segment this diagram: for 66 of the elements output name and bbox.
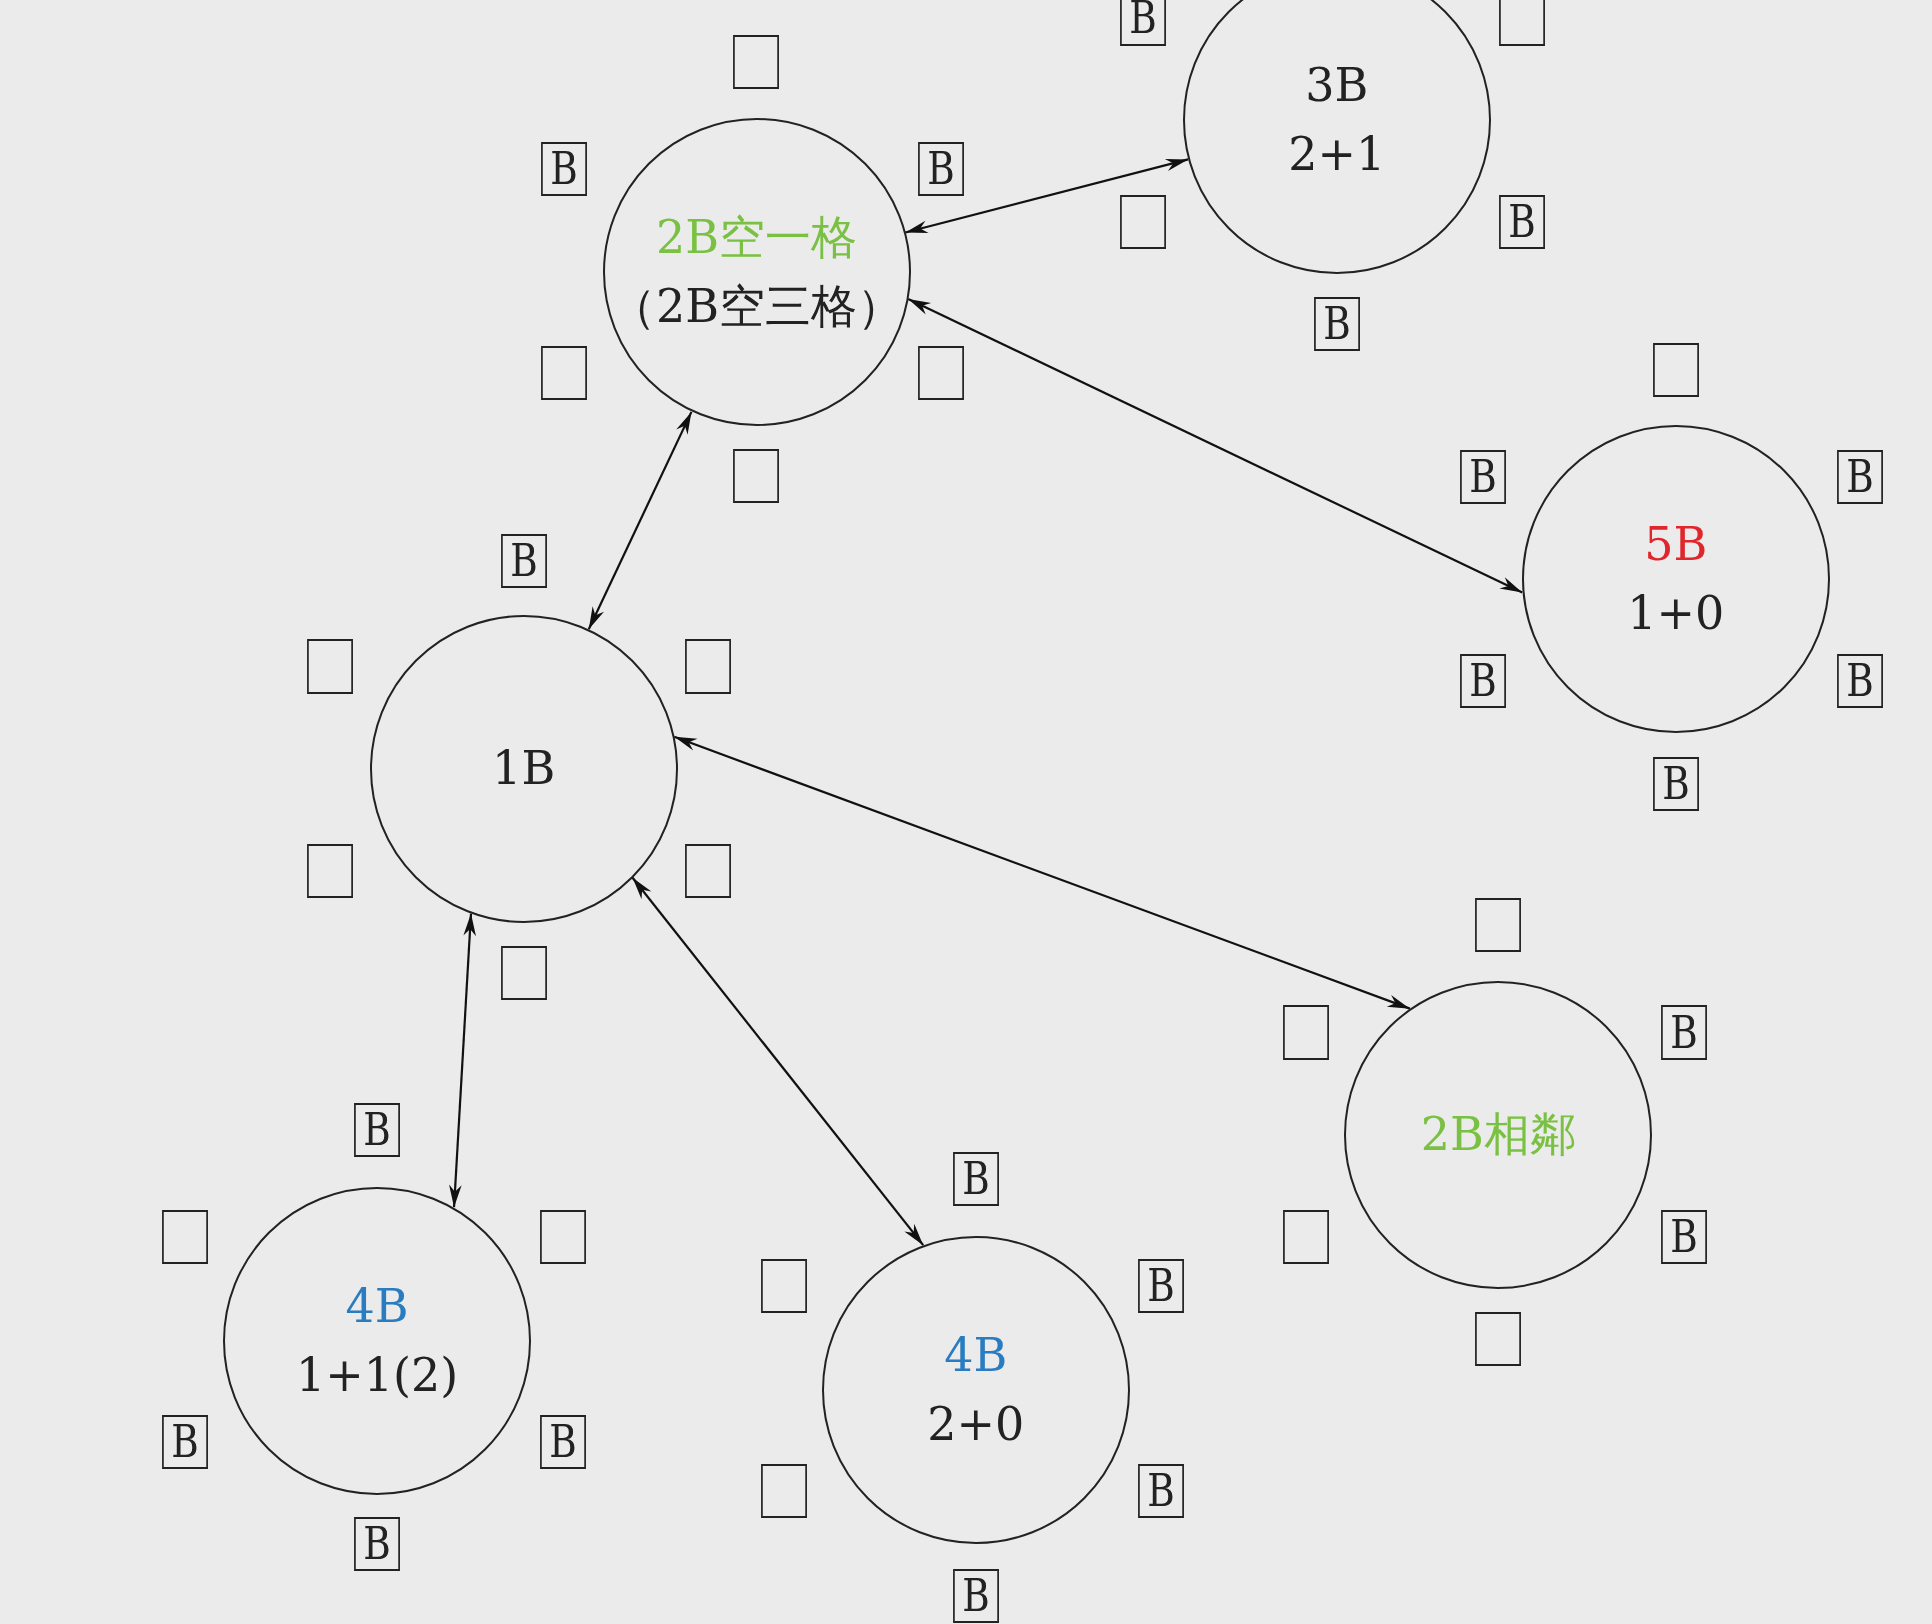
table-label: 2B相鄰 xyxy=(1420,1106,1576,1164)
table-circle xyxy=(223,1186,532,1495)
seat-box: B xyxy=(1120,0,1167,46)
table-label: （2B空三格） xyxy=(610,278,904,336)
seat-box: B xyxy=(1137,1463,1184,1518)
seat-box xyxy=(1475,898,1522,953)
table-label: 2+0 xyxy=(927,1395,1025,1453)
table-label: 4B xyxy=(345,1277,409,1335)
seat-box xyxy=(307,639,354,694)
seat-box: B xyxy=(1460,449,1507,504)
seat-box xyxy=(733,448,780,503)
table-label: 5B xyxy=(1644,516,1708,574)
table-label: 2B空一格 xyxy=(656,209,858,267)
seat-box: B xyxy=(354,1516,401,1571)
double-arrow xyxy=(905,158,1189,234)
seat-box xyxy=(1120,194,1167,249)
seat-box xyxy=(760,1463,807,1518)
seat-box xyxy=(1283,1209,1330,1265)
seat-box: B xyxy=(1460,654,1507,709)
table-circle xyxy=(369,614,678,923)
seat-box xyxy=(1498,0,1545,46)
seat-box xyxy=(540,1209,587,1265)
seat-box xyxy=(500,946,547,1001)
seat-box xyxy=(918,346,965,401)
table-circle xyxy=(602,118,911,427)
seat-box: B xyxy=(918,141,965,196)
seat-box xyxy=(733,34,780,89)
seat-box: B xyxy=(1137,1259,1184,1314)
seat-box xyxy=(161,1209,208,1265)
table-label: 1B xyxy=(492,740,556,798)
seat-box xyxy=(1652,342,1699,397)
table-label: 1+1(2) xyxy=(295,1346,459,1404)
table-label: 1+0 xyxy=(1627,585,1725,643)
seat-box: B xyxy=(354,1102,401,1157)
table-label: 3B xyxy=(1305,56,1369,114)
seat-box: B xyxy=(1652,756,1699,811)
seat-box: B xyxy=(1313,296,1360,352)
double-arrow xyxy=(449,913,476,1208)
seat-box: B xyxy=(500,533,547,588)
seat-box xyxy=(760,1259,807,1314)
seat-box: B xyxy=(1837,654,1884,709)
seat-box xyxy=(1475,1312,1522,1367)
seat-box: B xyxy=(952,1568,999,1623)
table-label: 2+1 xyxy=(1288,125,1386,183)
seat-box xyxy=(685,844,732,899)
seat-box: B xyxy=(1661,1005,1708,1060)
seat-box xyxy=(307,844,354,899)
seat-box: B xyxy=(541,141,588,196)
double-arrow xyxy=(631,877,925,1246)
double-arrow xyxy=(907,298,1523,594)
seat-box xyxy=(685,639,732,694)
seat-box xyxy=(1283,1005,1330,1060)
double-arrow xyxy=(587,411,693,630)
seat-box: B xyxy=(952,1152,999,1207)
table-circle xyxy=(1521,425,1830,734)
seat-box: B xyxy=(1837,449,1884,504)
table-label: 4B xyxy=(944,1326,1008,1384)
table-circle xyxy=(1182,0,1491,274)
double-arrow xyxy=(673,735,1411,1010)
seat-box: B xyxy=(540,1414,587,1469)
seat-box: B xyxy=(161,1414,208,1469)
seat-box: B xyxy=(1498,194,1545,249)
table-circle xyxy=(1344,980,1653,1289)
table-circle xyxy=(821,1235,1130,1544)
seat-box xyxy=(541,346,588,401)
seat-box: B xyxy=(1661,1209,1708,1265)
